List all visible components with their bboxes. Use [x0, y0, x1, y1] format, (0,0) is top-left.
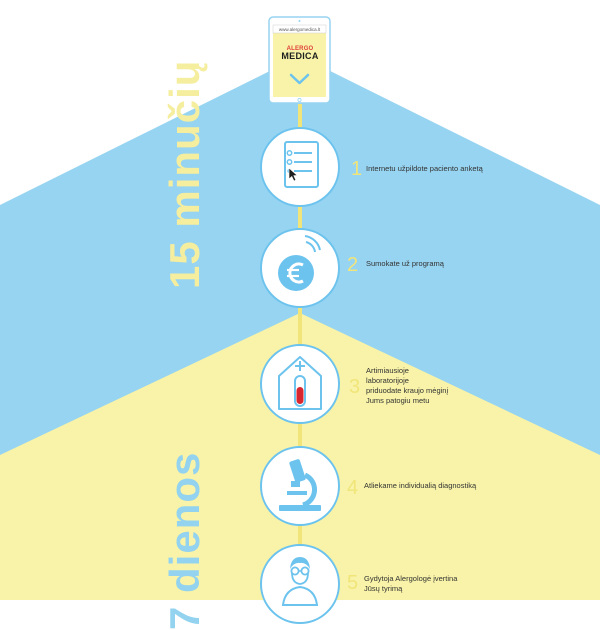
logo-top: ALERGO [286, 46, 314, 52]
step-3-text: Artimiausioje laboratorijoje priduodate … [366, 366, 448, 406]
logo-bottom: MEDICA [281, 51, 319, 61]
chevron-down-icon [289, 73, 310, 85]
step-4-text: Atliekame individualią diagnostiką [364, 481, 476, 491]
step-3-number: 3 [349, 376, 361, 398]
step-5-line-1: Gydytoja Alergologė įvertina [364, 574, 458, 583]
step-1-line-1: Internetu užpildote paciento anketą [366, 164, 483, 173]
step-3-line-3: priduodate kraujo mėginį [366, 386, 449, 395]
questionnaire-icon [260, 127, 340, 207]
step-2-text: Sumokate už programą [366, 259, 444, 269]
euro-payment-icon [260, 228, 340, 308]
phase-label-lab: 7 dienos [161, 451, 208, 630]
tablet-icon [268, 16, 331, 104]
step-4-number: 4 [347, 477, 359, 499]
microscope-icon [260, 446, 340, 526]
step-1-number: 1 [351, 158, 363, 180]
step-3-line-2: laboratorijoje [366, 376, 409, 385]
tablet-url: www.alergomedica.lt [278, 27, 321, 32]
step-1-text: Internetu užpildote paciento anketą [366, 164, 483, 174]
step-5-text: Gydytoja Alergologė įvertina Jūsų tyrimą [364, 574, 457, 594]
doctor-icon [260, 544, 340, 624]
step-4-line-1: Atliekame individualią diagnostiką [364, 481, 477, 490]
phase-label-online: 15 minučių [161, 59, 208, 289]
laboratory-icon [260, 344, 340, 424]
step-2-number: 2 [347, 254, 359, 276]
step-3-line-4: Jums patogiu metu [366, 396, 430, 405]
step-3-line-1: Artimiausioje [366, 366, 409, 375]
step-5-number: 5 [347, 572, 359, 594]
step-2-line-1: Sumokate už programą [366, 259, 444, 268]
step-5-line-2: Jūsų tyrimą [364, 584, 403, 593]
